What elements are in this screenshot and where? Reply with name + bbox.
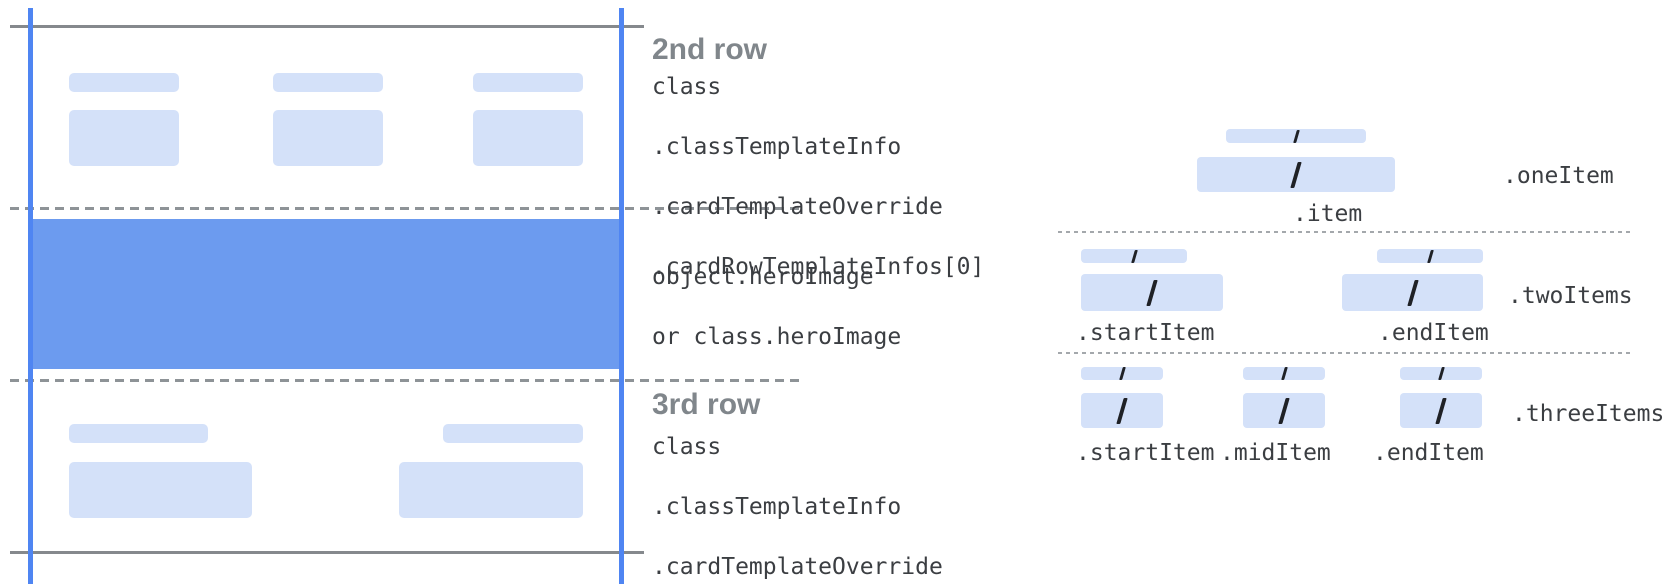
row3-col2-label-placeholder (443, 424, 583, 443)
row3-class-path: class .classTemplateInfo .cardTemplateOv… (652, 432, 984, 584)
three-end-item-label-bar (1400, 367, 1482, 380)
row2-hero-divider-dashed-line (10, 207, 800, 210)
slash-icon (1435, 397, 1447, 424)
two-end-item-value-bar (1342, 274, 1483, 311)
three-start-item-label-bar (1081, 367, 1163, 380)
two-items-group-label: .twoItems (1508, 283, 1633, 309)
slash-icon (1118, 367, 1126, 380)
one-item-label-bar (1226, 129, 1366, 143)
card-right-guide-line (619, 8, 624, 584)
slash-icon (1130, 249, 1138, 263)
three-mid-item-value-bar (1243, 393, 1325, 428)
slash-icon (1290, 161, 1302, 188)
slash-icon (1278, 397, 1290, 424)
hero-image-path: object.heroImage or class.heroImage (652, 262, 901, 352)
two-start-item-value-bar (1081, 274, 1223, 311)
row2-class-path: class .classTemplateInfo .cardTemplateOv… (652, 72, 984, 282)
three-end-item-field-label: .endItem (1373, 440, 1484, 466)
card-bottom-border-line (10, 551, 644, 554)
row3-col2-value-placeholder (399, 462, 583, 518)
row2-col1-value-placeholder (69, 110, 179, 166)
three-start-item-value-bar (1081, 393, 1163, 428)
three-items-group-label: .threeItems (1512, 401, 1665, 427)
card-left-guide-line (28, 8, 33, 584)
row2-title: 2nd row (652, 33, 768, 66)
row3-path-line1: class (652, 434, 722, 460)
slash-icon (1116, 397, 1128, 424)
row3-col1-value-placeholder (69, 462, 252, 518)
one-item-value-bar (1197, 157, 1395, 192)
one-two-divider-dotted-line (1058, 231, 1630, 233)
slash-icon (1292, 129, 1300, 143)
row2-col2-label-placeholder (273, 73, 383, 92)
hero-row3-divider-dashed-line (10, 379, 800, 382)
row2-path-line1: class (652, 74, 722, 100)
row2-col2-value-placeholder (273, 110, 383, 166)
row2-col1-label-placeholder (69, 73, 179, 92)
row2-path-line3: .cardTemplateOverride (652, 194, 943, 220)
row2-col3-label-placeholder (473, 73, 583, 92)
hero-path-line2: or class.heroImage (652, 324, 902, 350)
slash-icon (1280, 367, 1288, 380)
one-item-field-label: .item (1293, 201, 1363, 227)
row3-path-line2: .classTemplateInfo (652, 494, 902, 520)
three-mid-item-label-bar (1243, 367, 1325, 380)
two-end-item-field-label: .endItem (1378, 320, 1489, 346)
row3-path-line3: .cardTemplateOverride (652, 554, 943, 580)
three-end-item-value-bar (1400, 393, 1482, 428)
two-three-divider-dotted-line (1058, 352, 1630, 354)
row3-title: 3rd row (652, 388, 761, 421)
two-end-item-label-bar (1377, 249, 1483, 263)
three-start-item-field-label: .startItem (1076, 440, 1215, 466)
slash-icon (1437, 367, 1445, 380)
one-item-group-label: .oneItem (1503, 163, 1614, 189)
row3-col1-label-placeholder (69, 424, 208, 443)
hero-image-placeholder (33, 219, 619, 369)
row2-col3-value-placeholder (473, 110, 583, 166)
row2-path-line2: .classTemplateInfo (652, 134, 902, 160)
two-start-item-label-bar (1081, 249, 1187, 263)
row2-path-line4: .cardRowTemplateInfos[0] (652, 254, 985, 280)
slash-icon (1406, 279, 1419, 306)
two-start-item-field-label: .startItem (1076, 320, 1215, 346)
slash-icon (1146, 279, 1158, 306)
hero-path-line1: object.heroImage (652, 264, 874, 290)
card-top-border-line (10, 25, 644, 28)
slash-icon (1426, 249, 1434, 263)
three-mid-item-field-label: .midItem (1220, 440, 1331, 466)
